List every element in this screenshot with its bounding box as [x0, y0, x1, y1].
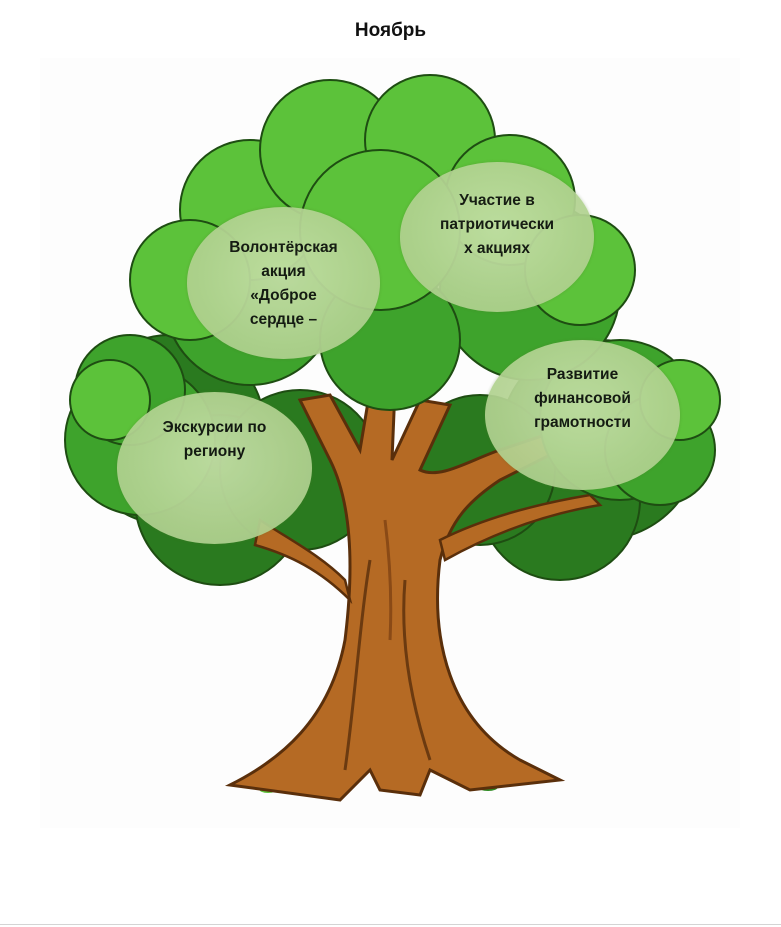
page-bottom-border — [0, 924, 781, 925]
bubble-financial-literacy: Развитие финансовой грамотности — [485, 340, 680, 490]
bubble-regional-excursions: Экскурсии по региону — [117, 392, 312, 544]
bubble-volunteer-action: Волонтёрская акция «Доброе сердце – — [187, 207, 380, 359]
bubble-patriotic-actions: Участие в патриотически х акциях — [400, 162, 594, 312]
bubble-patriotic-actions-text: Участие в патриотически х акциях — [439, 192, 555, 257]
bubble-regional-excursions-text: Экскурсии по региону — [162, 419, 267, 460]
bubble-financial-literacy-text: Развитие финансовой грамотности — [534, 366, 631, 431]
tree-trunk — [224, 386, 603, 802]
page-title: Ноябрь — [354, 20, 427, 41]
bubble-volunteer-action-text: Волонтёрская акция «Доброе сердце – — [229, 239, 338, 328]
